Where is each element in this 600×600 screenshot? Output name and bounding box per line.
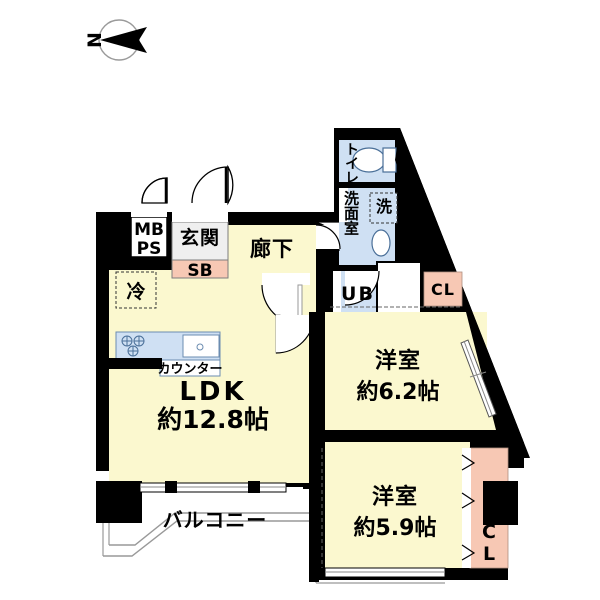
label-room62-area: 約6.2帖 bbox=[357, 379, 440, 405]
wall-balcony-corner bbox=[96, 481, 142, 523]
room-balcony bbox=[102, 489, 309, 557]
door-swing-entrance bbox=[191, 164, 234, 206]
label-room62-name: 洋室 bbox=[375, 348, 421, 374]
room-bedroom-59 bbox=[325, 442, 470, 568]
label-closet-lower-l: L bbox=[483, 543, 495, 565]
door-swing-corridor-top bbox=[315, 224, 341, 250]
wall-ldk-bedroom bbox=[309, 312, 319, 487]
label-balcony: バルコニー bbox=[163, 508, 268, 532]
label-room59-area: 約5.9帖 bbox=[354, 515, 437, 541]
door-opening-ub bbox=[333, 271, 341, 313]
wall-between-bedrooms bbox=[316, 430, 498, 442]
fixture-refrigerator bbox=[115, 271, 157, 309]
window-bedroom-59 bbox=[324, 567, 446, 578]
label-sb: SB bbox=[187, 261, 212, 281]
label-room59-name: 洋室 bbox=[372, 484, 418, 510]
closet-door-chevrons bbox=[461, 454, 476, 561]
room-unit-bath bbox=[339, 261, 422, 315]
window-ldk-balcony bbox=[139, 481, 287, 493]
label-closet-upper: CL bbox=[431, 280, 455, 299]
label-ps: PS bbox=[137, 239, 162, 259]
door-swing-mbps bbox=[141, 177, 168, 204]
label-corridor: 廊下 bbox=[250, 237, 294, 261]
label-mb: MB bbox=[134, 220, 164, 240]
label-washroom: 洗面室 bbox=[342, 190, 360, 236]
wall-nib-left bbox=[96, 212, 131, 245]
fixture-kitchen-counter bbox=[109, 331, 221, 377]
room-bedroom-62-fill bbox=[325, 312, 496, 430]
compass-label: N bbox=[84, 32, 106, 48]
room-corridor bbox=[180, 225, 316, 275]
label-fridge: 冷 bbox=[126, 280, 145, 303]
fixture-shoe-box bbox=[171, 259, 229, 279]
label-ldk-name: LDK bbox=[179, 377, 246, 407]
wall-washroom-ub bbox=[339, 265, 395, 271]
wall-diagonal-right-2 bbox=[395, 128, 530, 458]
window-bedroom-62 bbox=[460, 339, 497, 418]
label-ub: UB bbox=[341, 283, 375, 305]
closet-door-track bbox=[462, 448, 471, 568]
door-opening-mbps bbox=[131, 203, 167, 217]
compass-north-arrow: N bbox=[84, 19, 147, 61]
room-genkan bbox=[171, 221, 229, 261]
label-genkan: 玄関 bbox=[180, 226, 220, 249]
label-ldk-area: 約12.8帖 bbox=[157, 405, 269, 434]
closet-upper bbox=[330, 271, 463, 308]
label-counter: カウンター bbox=[157, 362, 222, 377]
label-washer: 洗 bbox=[376, 197, 392, 216]
door-opening-entrance bbox=[172, 203, 228, 222]
wall-balcony-bedroom bbox=[309, 442, 319, 582]
label-toilet: トイレ bbox=[343, 142, 359, 184]
label-closet-lower-c: C bbox=[482, 521, 496, 543]
room-washroom bbox=[339, 188, 398, 265]
wall-toilet-washroom bbox=[339, 182, 395, 188]
